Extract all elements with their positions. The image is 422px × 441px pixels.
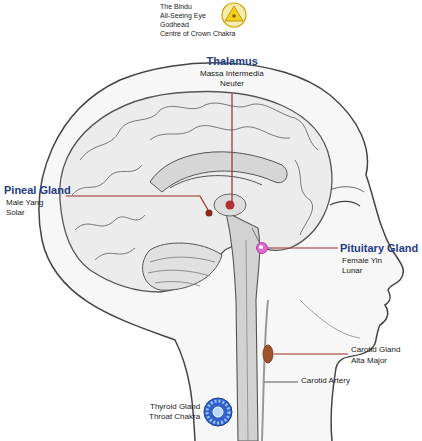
- note-label: Carotid Gland: [351, 346, 400, 355]
- note-label: Lunar: [342, 267, 362, 276]
- jaw-line: [300, 300, 360, 338]
- leader-line: [231, 94, 232, 203]
- leader-line: [268, 247, 338, 248]
- brain-gyri: [75, 215, 145, 230]
- cerebellum: [143, 243, 222, 290]
- brain-gyri: [72, 165, 142, 195]
- corpus-callosum: [150, 152, 287, 192]
- note-label: Solar: [6, 209, 25, 218]
- brain-gyri: [150, 126, 290, 140]
- chakra-centre: [213, 407, 223, 417]
- thalamus-shape: [214, 194, 246, 216]
- note-label: Massa Intermedia: [200, 70, 264, 79]
- chakra-petals: [207, 401, 229, 423]
- note-label: Male Yang: [6, 199, 44, 208]
- leader-line: [264, 382, 298, 383]
- pituitary-dot: [257, 243, 268, 254]
- bindu-point: [232, 14, 236, 18]
- leader-line: [66, 196, 208, 210]
- ventricle: [170, 176, 262, 188]
- pituitary-highlight: [259, 245, 263, 249]
- part-heading: Pituitary Gland: [340, 242, 418, 254]
- brain-gyri: [80, 103, 318, 160]
- eye-triangle: [225, 6, 243, 21]
- pineal-dot: [206, 210, 213, 217]
- thalamus-dot: [226, 201, 235, 210]
- carotid-artery: [262, 300, 268, 441]
- cerebellum-folia: [148, 257, 215, 286]
- eye-line: [330, 201, 360, 206]
- note-label: All-Seeing Eye: [160, 12, 206, 20]
- note-label: Centre of Crown Chakra: [160, 30, 235, 38]
- carotid-gland: [263, 345, 273, 363]
- part-heading: Thalamus: [207, 55, 258, 67]
- brain-outline: [60, 92, 332, 292]
- brain-gyri: [295, 160, 313, 235]
- leader-line: [274, 353, 348, 354]
- note-label: Throat Chakra: [149, 413, 200, 422]
- note-label: Female Yin: [342, 257, 382, 266]
- note-label: Carotid Artery: [301, 377, 350, 386]
- brain-gyri: [95, 248, 135, 260]
- part-heading: Pineal Gland: [4, 184, 71, 196]
- throat-chakra-icon: [204, 398, 232, 426]
- note-label: Neuter: [220, 80, 244, 89]
- note-label: Thyroid Gland: [150, 403, 200, 412]
- note-label: Alta Major: [351, 357, 387, 366]
- spinal-canal: [246, 240, 248, 441]
- note-label: Godhead: [160, 21, 189, 29]
- note-label: The Bindu: [160, 3, 192, 11]
- crown-chakra-icon: [222, 3, 246, 27]
- pituitary-stalk: [252, 228, 260, 244]
